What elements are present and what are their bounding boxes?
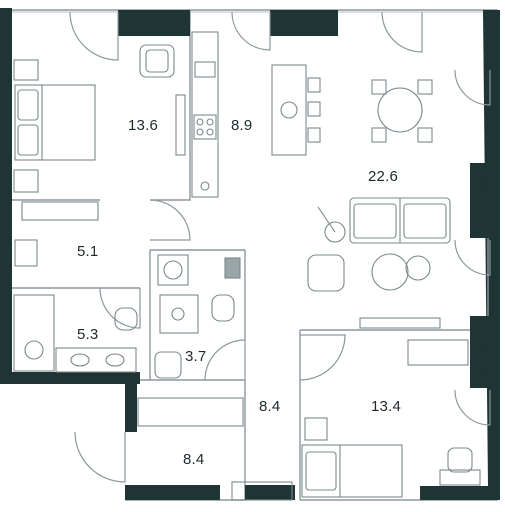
- door-bedroom2: [299, 334, 346, 381]
- desk: [439, 469, 481, 486]
- wc-sink: [154, 351, 182, 379]
- sink: [194, 61, 216, 78]
- kitchen-counter: [191, 31, 219, 198]
- room-area-wardrobe: 5.1: [77, 243, 99, 260]
- tv-console: [359, 317, 441, 329]
- utility-furniture: [14, 201, 241, 286]
- bedroom1-furniture: [13, 44, 186, 193]
- door-bedroom1: [69, 11, 119, 61]
- nightstand-2: [304, 417, 328, 441]
- kitchen-furniture: [191, 31, 219, 198]
- shower: [159, 294, 199, 334]
- utility-sink: [14, 239, 38, 267]
- room-area-bedroom-1: 13.6: [128, 117, 158, 134]
- windows: [12, 11, 489, 316]
- wc-furniture: [154, 294, 235, 379]
- dining-table: [271, 64, 307, 156]
- toilet-1: [114, 307, 138, 331]
- armchair: [139, 44, 175, 78]
- nightstand-top: [13, 59, 39, 81]
- floor-lamp: [324, 221, 346, 243]
- room-area-bathroom: 5.3: [77, 326, 99, 343]
- room-area-wc: 3.7: [185, 348, 207, 365]
- double-vanity: [55, 347, 137, 373]
- room-area-kitchen: 8.9: [231, 117, 253, 134]
- door-bathroom: [99, 287, 141, 329]
- round-table: [377, 87, 423, 133]
- bedroom2-wardrobe: [407, 339, 469, 366]
- bathtub: [13, 294, 55, 372]
- coffee-table-big: [371, 253, 409, 291]
- door-balcony-top: [381, 11, 423, 53]
- door-entry: [74, 431, 126, 483]
- bed-2: [301, 444, 403, 498]
- coffee-table-small: [405, 255, 431, 281]
- door-wc: [204, 339, 246, 381]
- stove: [193, 114, 217, 140]
- closet-rail: [21, 201, 99, 221]
- shoe-rack: [231, 481, 293, 501]
- thick-walls: [0, 8, 500, 500]
- room-area-bedroom-2: 13.4: [371, 398, 401, 415]
- bathroom-furniture: [13, 294, 138, 373]
- room-area-living: 22.6: [368, 168, 398, 185]
- wardrobe-shelf: [175, 94, 186, 156]
- washing-machine: [157, 254, 189, 286]
- hall-wardrobe: [137, 397, 244, 427]
- bedroom2-furniture: [301, 339, 481, 498]
- nightstand-bottom: [13, 169, 39, 193]
- room-area-hall-entry: 8.4: [183, 451, 205, 468]
- desk-chair: [447, 447, 473, 473]
- living-furniture: [271, 64, 451, 329]
- room-area-hall-corridor: 8.4: [259, 398, 281, 415]
- hall-furniture: [137, 397, 293, 501]
- lounge-chair: [307, 254, 345, 292]
- door-kitchen: [231, 11, 271, 51]
- door-living-side: [454, 69, 491, 106]
- boiler: [224, 257, 241, 279]
- door-bedroom1-hall: [149, 199, 191, 241]
- door-bedroom2-balcony: [454, 389, 491, 426]
- double-bed: [14, 84, 96, 161]
- door-living-side2: [454, 239, 491, 276]
- toilet-2: [211, 294, 235, 322]
